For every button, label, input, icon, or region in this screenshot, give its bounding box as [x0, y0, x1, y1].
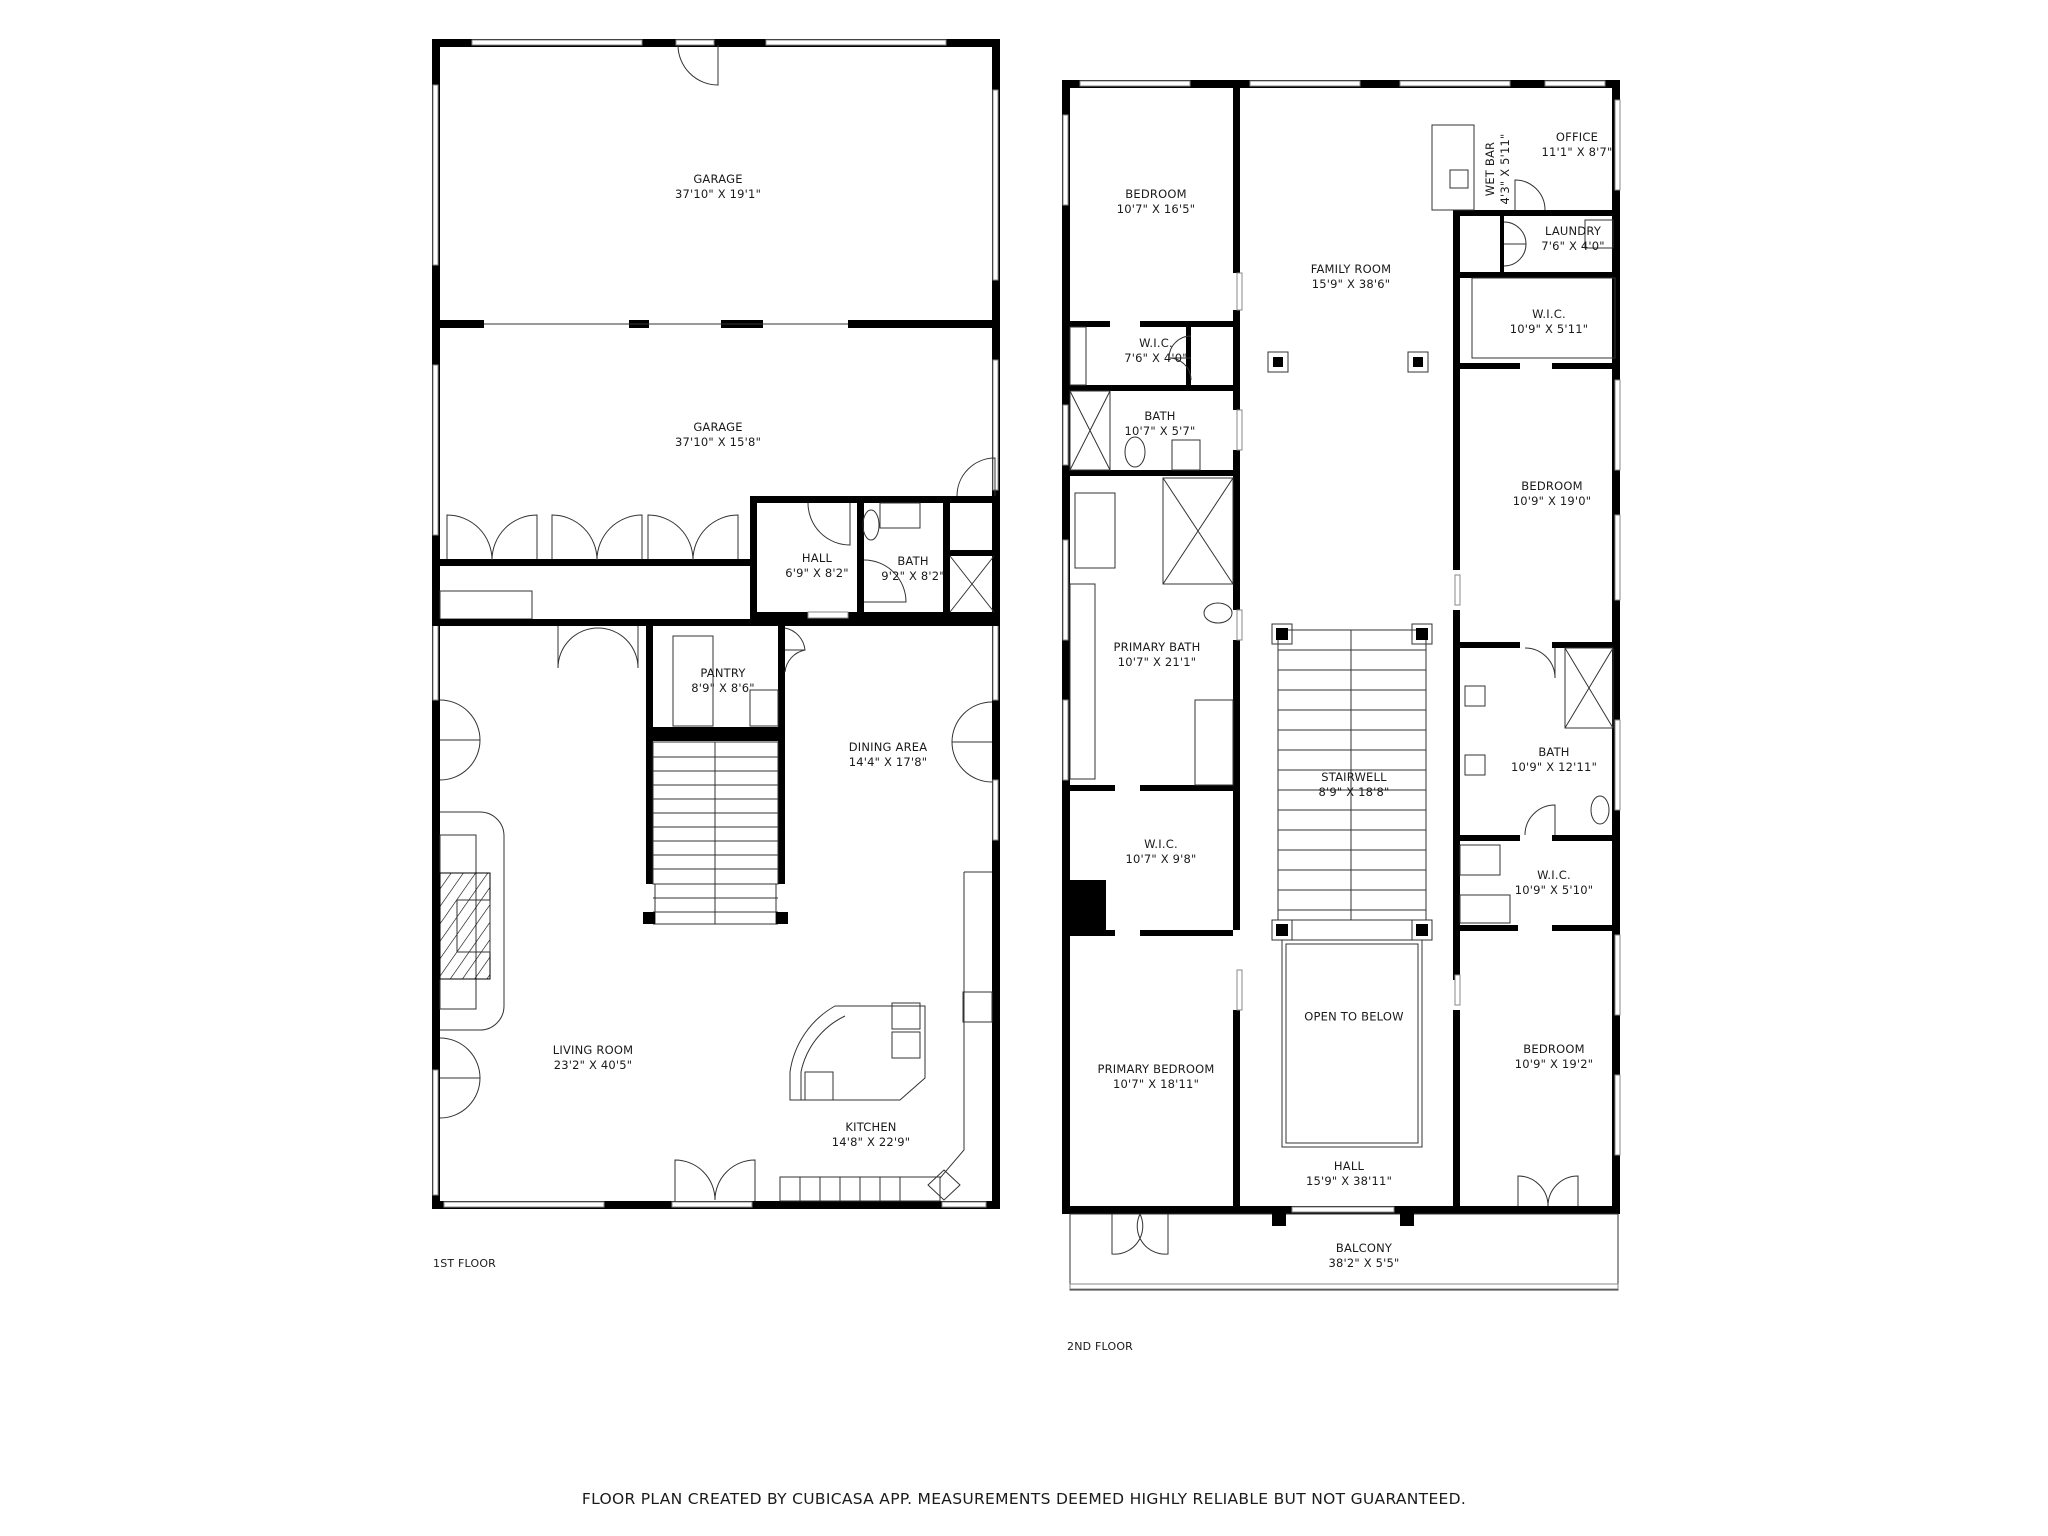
- room-label-laundry: LAUNDRY 7'6" X 4'0": [1541, 224, 1605, 254]
- room-name: BEDROOM: [1523, 1042, 1585, 1056]
- room-name: DINING AREA: [848, 740, 928, 754]
- room-dims: 14'4" X 17'8": [848, 755, 928, 769]
- room-label-balcony: BALCONY 38'2" X 5'5": [1328, 1241, 1399, 1271]
- floor-label-1st: 1ST FLOOR: [433, 1257, 497, 1270]
- room-dims: 15'9" X 38'6": [1311, 277, 1391, 291]
- room-label-bath-nw: BATH 10'7" X 5'7": [1124, 409, 1195, 439]
- room-name: HALL: [801, 551, 833, 565]
- room-dims: 11'1" X 8'7": [1541, 145, 1613, 159]
- room-label-wic-e: W.I.C. 10'9" X 5'10": [1515, 868, 1594, 898]
- first-floor-plan: [432, 39, 1000, 1209]
- room-label-kitchen: KITCHEN 14'8" X 22'9": [832, 1120, 911, 1150]
- room-label-bedroom-se: BEDROOM 10'9" X 19'2": [1515, 1042, 1594, 1072]
- room-dims: 10'9" X 19'0": [1512, 494, 1592, 508]
- room-name: BATH: [897, 554, 929, 568]
- room-name: WET BAR: [1483, 141, 1497, 197]
- room-dims: 10'7" X 21'1": [1117, 655, 1197, 669]
- room-label-bath-e: BATH 10'9" X 12'11": [1511, 745, 1597, 775]
- room-label-primary-bath: PRIMARY BATH 10'7" X 21'1": [1114, 640, 1201, 670]
- room-dims: 15'9" X 38'11": [1305, 1174, 1393, 1188]
- room-label-stairwell: STAIRWELL 8'9" X 18'8": [1318, 770, 1389, 800]
- room-label-primary-bedroom: PRIMARY BEDROOM 10'7" X 18'11": [1097, 1062, 1214, 1092]
- room-label-office: OFFICE 11'1" X 8'7": [1541, 130, 1612, 160]
- room-name: W.I.C.: [1139, 336, 1173, 350]
- room-dims: 10'9" X 5'11": [1509, 322, 1589, 336]
- room-label-hall-1st: HALL 6'9" X 8'2": [785, 551, 849, 581]
- room-dims: 37'10" X 15'8": [674, 435, 762, 449]
- room-name: BALCONY: [1335, 1241, 1393, 1255]
- room-label-garage-2: GARAGE 37'10" X 15'8": [675, 420, 761, 450]
- room-dims: 9'2" X 8'2": [881, 569, 945, 583]
- room-dims: 10'7" X 9'8": [1125, 852, 1197, 866]
- room-dims: 8'9" X 8'6": [691, 681, 755, 695]
- disclaimer-footer: FLOOR PLAN CREATED BY CUBICASA APP. MEAS…: [581, 1490, 1467, 1508]
- room-name: OPEN TO BELOW: [1304, 1009, 1404, 1024]
- room-label-wic-nw: W.I.C. 7'6" X 4'0": [1124, 336, 1188, 366]
- room-name: FAMILY ROOM: [1310, 262, 1392, 276]
- room-name: HALL: [1333, 1159, 1365, 1173]
- room-name: LIVING ROOM: [552, 1043, 634, 1057]
- room-label-open-to-below: OPEN TO BELOW: [1304, 1010, 1403, 1025]
- room-dims: 10'7" X 16'5": [1116, 202, 1196, 216]
- room-name: BATH: [1144, 409, 1176, 423]
- room-name: PANTRY: [700, 666, 746, 680]
- room-dims: 10'7" X 18'11": [1112, 1077, 1200, 1091]
- room-dims: 7'6" X 4'0": [1541, 239, 1605, 253]
- room-name: LAUNDRY: [1544, 224, 1602, 238]
- room-name: PRIMARY BEDROOM: [1097, 1062, 1215, 1076]
- room-name: W.I.C.: [1537, 868, 1571, 882]
- second-floor-plan: [1062, 80, 1621, 1291]
- room-dims: 6'9" X 8'2": [785, 566, 849, 580]
- room-dims: 14'8" X 22'9": [831, 1135, 911, 1149]
- room-dims: 37'10" X 19'1": [674, 187, 762, 201]
- room-dims: 10'9" X 12'11": [1510, 760, 1598, 774]
- room-dims: 7'6" X 4'0": [1124, 351, 1188, 365]
- room-label-pantry: PANTRY 8'9" X 8'6": [691, 666, 755, 696]
- room-label-garage-1: GARAGE 37'10" X 19'1": [675, 172, 761, 202]
- room-dims: 4'3" X 5'11": [1498, 133, 1512, 205]
- room-dims: 38'2" X 5'5": [1328, 1256, 1400, 1270]
- room-label-hall-2nd: HALL 15'9" X 38'11": [1306, 1159, 1392, 1189]
- room-name: W.I.C.: [1144, 837, 1178, 851]
- floor-label-2nd: 2ND FLOOR: [1067, 1340, 1134, 1353]
- room-name: BEDROOM: [1521, 479, 1583, 493]
- room-dims: 10'9" X 19'2": [1514, 1057, 1594, 1071]
- room-name: BEDROOM: [1125, 187, 1187, 201]
- room-dims: 10'7" X 5'7": [1124, 424, 1196, 438]
- room-name: OFFICE: [1555, 130, 1599, 144]
- room-label-wic-w: W.I.C. 10'7" X 9'8": [1125, 837, 1196, 867]
- room-label-wic-ne: W.I.C. 10'9" X 5'11": [1510, 307, 1589, 337]
- room-name: BATH: [1538, 745, 1570, 759]
- room-dims: 10'9" X 5'10": [1514, 883, 1594, 897]
- room-label-wet-bar: WET BAR 4'3" X 5'11": [1483, 133, 1513, 204]
- room-name: W.I.C.: [1532, 307, 1566, 321]
- room-name: KITCHEN: [845, 1120, 897, 1134]
- room-name: PRIMARY BATH: [1113, 640, 1201, 654]
- room-name: GARAGE: [693, 172, 743, 186]
- room-name: GARAGE: [693, 420, 743, 434]
- room-label-living-room: LIVING ROOM 23'2" X 40'5": [553, 1043, 633, 1073]
- room-name: STAIRWELL: [1321, 770, 1387, 784]
- room-label-bath-1st: BATH 9'2" X 8'2": [881, 554, 945, 584]
- room-label-bedroom-nw: BEDROOM 10'7" X 16'5": [1117, 187, 1196, 217]
- room-dims: 23'2" X 40'5": [553, 1058, 633, 1072]
- room-label-bedroom-ne: BEDROOM 10'9" X 19'0": [1513, 479, 1592, 509]
- room-label-family-room: FAMILY ROOM 15'9" X 38'6": [1311, 262, 1392, 292]
- room-dims: 8'9" X 18'8": [1318, 785, 1390, 799]
- room-label-dining-area: DINING AREA 14'4" X 17'8": [849, 740, 928, 770]
